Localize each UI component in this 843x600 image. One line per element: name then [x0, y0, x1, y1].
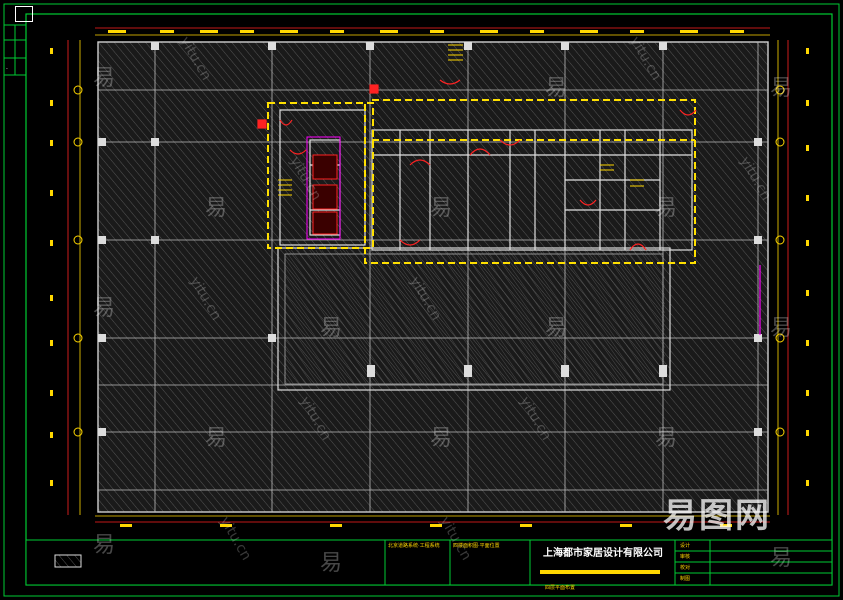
grid-axis-markers — [73, 85, 785, 437]
svg-text:-: - — [6, 66, 8, 72]
svg-text:易: 易 — [770, 546, 792, 571]
note-mid: 四楼面积图·平面位置 — [453, 543, 500, 549]
svg-text:易: 易 — [93, 66, 115, 91]
svg-text:易: 易 — [93, 533, 115, 558]
svg-text:易: 易 — [770, 316, 792, 341]
company-name: 上海都市家居设计有限公司 — [543, 548, 663, 559]
column-markers — [98, 42, 762, 436]
building-floor-area — [97, 41, 769, 513]
svg-text:易: 易 — [93, 296, 115, 321]
svg-text:易: 易 — [770, 76, 792, 101]
door-symbols — [257, 79, 697, 251]
title-row-3: 校对 — [680, 565, 691, 571]
core-boundary-dashed — [267, 99, 696, 264]
navigation-box-icon[interactable] — [15, 6, 33, 22]
dimension-ticks — [50, 30, 809, 527]
title-block — [25, 539, 833, 586]
svg-text:易: 易 — [655, 426, 677, 451]
svg-text:易: 易 — [430, 196, 452, 221]
elevator-shafts — [306, 136, 341, 240]
structural-grid — [98, 42, 768, 512]
sheet-label: 四层平面布置 — [545, 585, 576, 591]
title-row-4: 制图 — [680, 576, 691, 582]
svg-text:易: 易 — [655, 196, 677, 221]
title-row-1: 设计 — [680, 543, 691, 549]
svg-text:易: 易 — [320, 551, 342, 576]
svg-text:易: 易 — [545, 76, 567, 101]
svg-text:易: 易 — [545, 316, 567, 341]
svg-text:易: 易 — [320, 316, 342, 341]
note-left: 北京道路系统·工程系统 — [388, 543, 440, 549]
site-logo: 易图网 — [663, 496, 771, 536]
svg-text:易: 易 — [205, 426, 227, 451]
title-row-2: 审核 — [680, 554, 691, 560]
svg-text:易: 易 — [205, 196, 227, 221]
svg-text:易: 易 — [430, 426, 452, 451]
stair-symbols — [278, 44, 644, 196]
